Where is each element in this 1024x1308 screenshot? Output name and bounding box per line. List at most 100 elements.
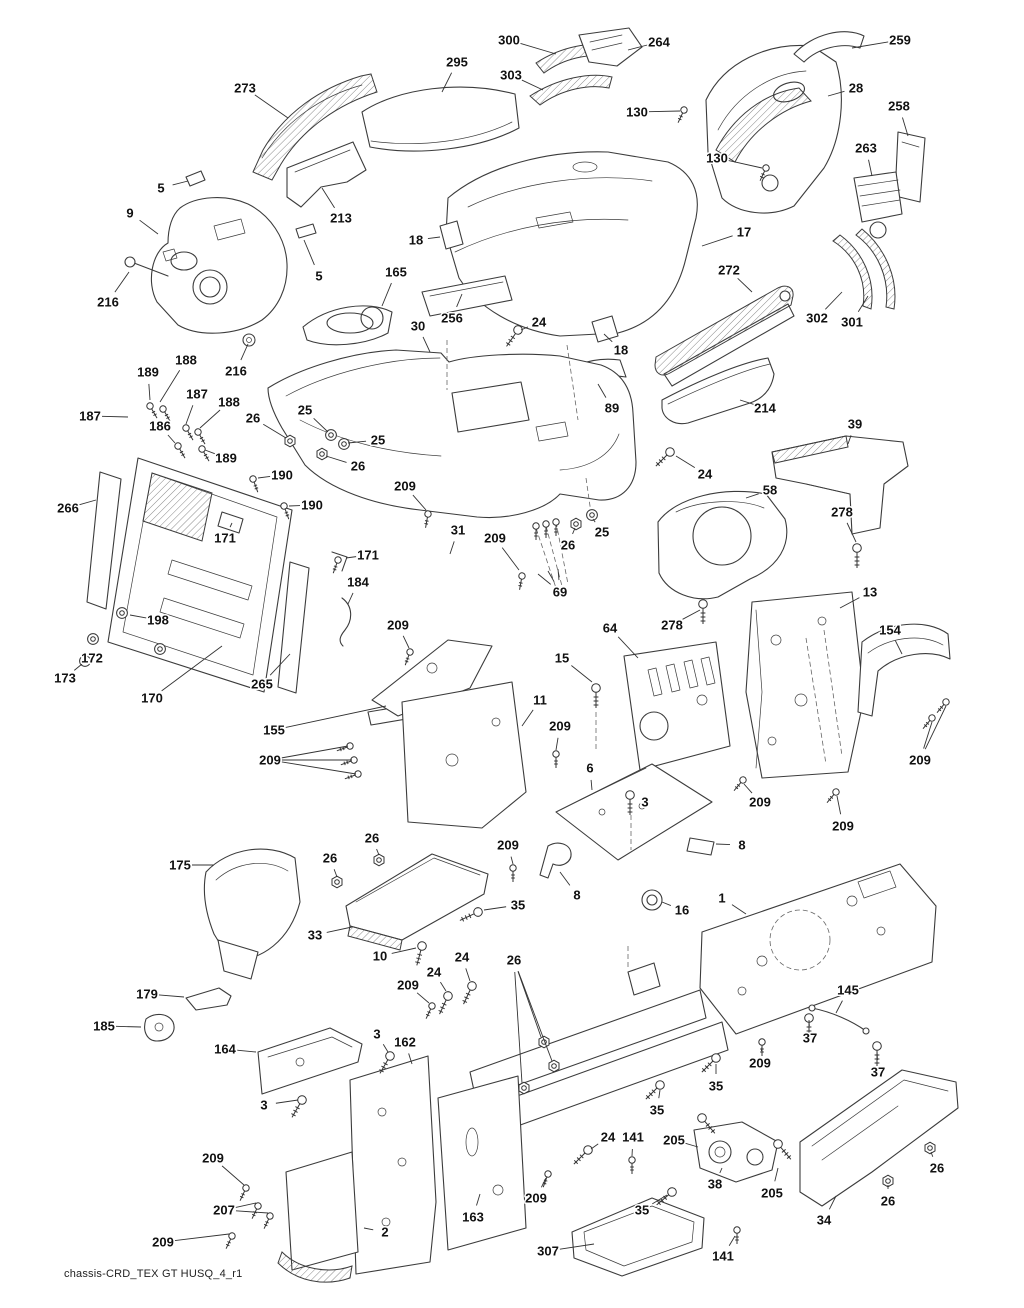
- part-number-26: 26: [507, 953, 521, 968]
- part-number-26: 26: [323, 851, 337, 866]
- leader-line: [229, 522, 233, 528]
- part-number-172: 172: [81, 651, 103, 666]
- part-264: [578, 27, 643, 67]
- part-number-216: 216: [225, 364, 247, 379]
- part-plate-6: [555, 763, 713, 861]
- leader-line: [592, 518, 596, 523]
- part-number-266: 266: [57, 501, 79, 516]
- part-number-214: 214: [754, 401, 776, 416]
- part-number-188: 188: [218, 395, 240, 410]
- part-bracket-171a: [217, 511, 244, 534]
- leader-line: [275, 1099, 299, 1104]
- leader-line: [839, 597, 860, 609]
- part-bracket-164: [257, 1027, 363, 1095]
- part-number-162: 162: [394, 1035, 416, 1050]
- part-number-141: 141: [622, 1130, 644, 1145]
- leader-line: [382, 1044, 389, 1053]
- part-number-30: 30: [411, 319, 425, 334]
- part-strip-301: [855, 228, 896, 310]
- part-number-209: 209: [484, 531, 506, 546]
- leader-line: [422, 336, 431, 353]
- part-panel-258: [894, 131, 926, 203]
- leader-line: [303, 239, 315, 266]
- leader-lines-layer: [73, 41, 947, 1250]
- leader-line: [739, 399, 754, 405]
- part-number-13: 13: [863, 585, 877, 600]
- leader-line: [347, 592, 354, 605]
- leader-line: [73, 663, 83, 671]
- leader-line: [158, 994, 185, 998]
- part-number-164: 164: [214, 1042, 236, 1057]
- leader-line: [559, 871, 571, 886]
- part-rod-171b: [331, 551, 348, 572]
- part-grille-strip-272: [654, 285, 795, 387]
- part-number-15: 15: [555, 651, 569, 666]
- leader-line: [847, 435, 852, 445]
- part-number-209: 209: [909, 753, 931, 768]
- leader-line: [559, 1243, 595, 1250]
- part-turret-58: [657, 490, 788, 600]
- part-number-6: 6: [586, 761, 593, 776]
- part-number-5: 5: [157, 181, 164, 196]
- leader-line: [902, 117, 909, 137]
- part-bushing-16: [641, 889, 663, 911]
- part-plate-2: [277, 1151, 359, 1283]
- leader-line: [161, 645, 223, 692]
- part-strip-303: [529, 74, 613, 106]
- part-wire-184: [339, 597, 352, 647]
- part-number-34: 34: [817, 1213, 832, 1228]
- leader-line: [363, 1227, 374, 1231]
- leader-line: [376, 848, 380, 856]
- part-number-209: 209: [259, 753, 281, 768]
- part-number-278: 278: [661, 618, 683, 633]
- part-tray-165: [302, 305, 393, 346]
- part-number-69: 69: [553, 585, 567, 600]
- leader-line: [521, 709, 534, 727]
- leader-line: [326, 926, 353, 933]
- part-number-216: 216: [97, 295, 119, 310]
- part-number-24: 24: [427, 965, 442, 980]
- part-number-58: 58: [763, 483, 777, 498]
- leader-line: [540, 1177, 547, 1188]
- leader-line: [235, 1202, 257, 1208]
- leader-line: [517, 971, 553, 1062]
- leader-line: [682, 609, 701, 620]
- leader-line: [572, 527, 576, 535]
- leader-line: [483, 906, 507, 911]
- part-number-18: 18: [409, 233, 423, 248]
- leader-line: [281, 745, 349, 759]
- leader-line: [715, 843, 731, 845]
- leader-line: [923, 721, 933, 749]
- leader-line: [835, 1000, 843, 1014]
- leader-line: [851, 41, 889, 49]
- leader-line: [441, 72, 453, 93]
- leader-line: [263, 423, 287, 439]
- leader-line: [79, 499, 97, 506]
- leader-line: [167, 434, 176, 444]
- part-side-panel-162: [349, 1055, 437, 1275]
- part-number-209: 209: [387, 618, 409, 633]
- leader-line: [313, 417, 329, 433]
- part-number-25: 25: [298, 403, 312, 418]
- part-number-186: 186: [149, 419, 171, 434]
- leader-line: [257, 476, 271, 479]
- part-number-264: 264: [648, 35, 670, 50]
- leader-line: [828, 1195, 837, 1210]
- part-bracket-213: [286, 141, 367, 208]
- part-number-209: 209: [749, 1056, 771, 1071]
- part-number-154: 154: [879, 623, 901, 638]
- part-number-187: 187: [79, 409, 101, 424]
- leader-line: [571, 665, 593, 683]
- part-slotted-panel-64: [623, 641, 731, 771]
- part-number-35: 35: [650, 1103, 664, 1118]
- part-number-213: 213: [330, 211, 352, 226]
- leader-line: [510, 856, 514, 865]
- part-number-35: 35: [511, 898, 525, 913]
- leader-line: [456, 293, 463, 308]
- part-number-8: 8: [738, 838, 745, 853]
- leader-line: [501, 547, 520, 571]
- leader-line: [537, 573, 551, 585]
- leader-line: [846, 522, 857, 543]
- part-number-35: 35: [709, 1079, 723, 1094]
